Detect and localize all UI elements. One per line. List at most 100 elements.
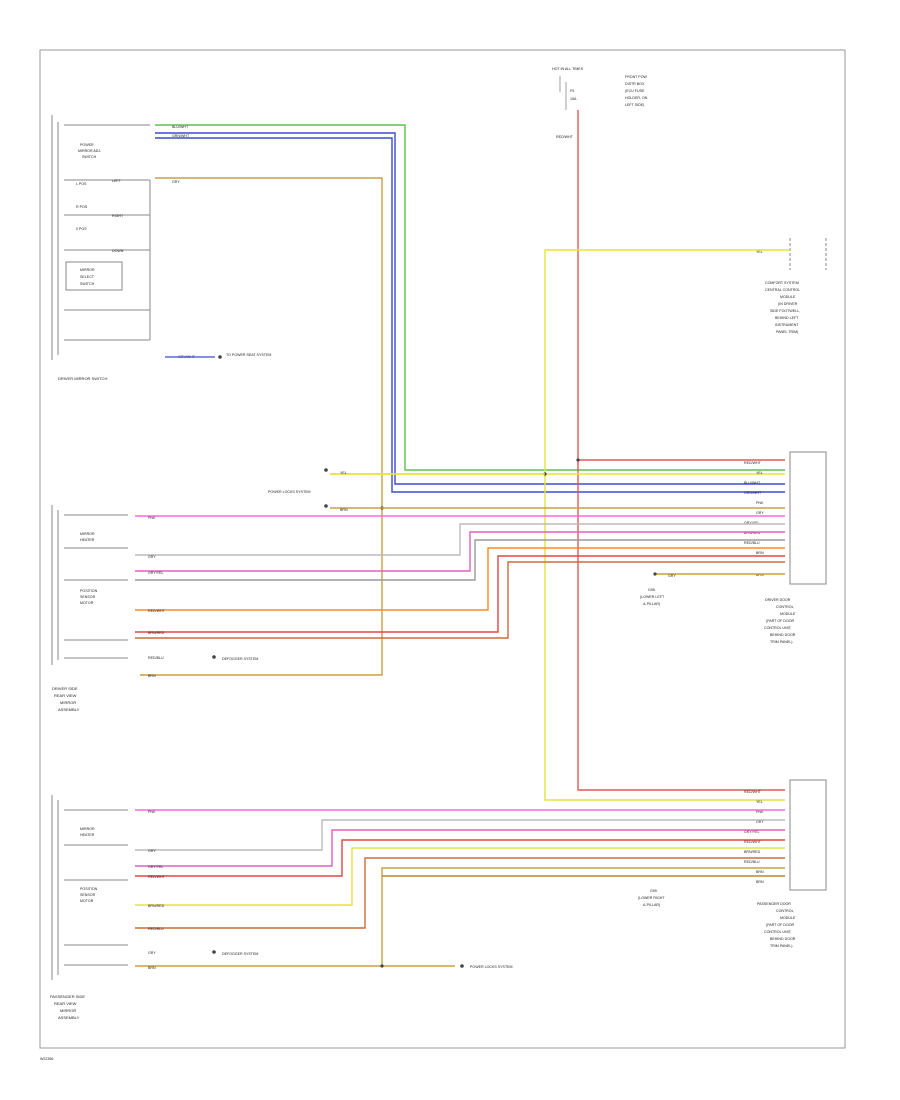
ddw-label: GRY bbox=[668, 574, 676, 578]
pos-label: L POS bbox=[76, 182, 87, 186]
pm-gnd-line: G99 bbox=[650, 889, 657, 893]
pdm-conn-label: GRY/YEL bbox=[744, 830, 760, 834]
cm-line: BEHIND LEFT bbox=[775, 316, 799, 320]
cm-wire-label: YEL bbox=[756, 250, 763, 254]
pos-label: DOWN bbox=[112, 249, 124, 253]
comfort-control-module: YEL COMFORT SYSTEM CENTRAL CONTROL MODUL… bbox=[756, 238, 827, 334]
ddw-label: GRY/YEL bbox=[148, 571, 164, 575]
dm-power-locks: POWER LOCKS SYSTEM bbox=[268, 490, 311, 494]
ddm-conn-label: PNK bbox=[756, 501, 764, 505]
cm-line: SIDE FOOTWELL, bbox=[770, 309, 800, 313]
ddm-line: MODULE bbox=[780, 612, 796, 616]
pm-motor-line: SENSOR bbox=[80, 893, 96, 897]
pdw-label: GRY bbox=[148, 951, 156, 955]
ddw-label: RED/BLU bbox=[148, 656, 164, 660]
pdm-conn-label: RED/WHT bbox=[744, 840, 762, 844]
pdm-line: PASSENGER DOOR bbox=[757, 902, 791, 906]
dm-heater-line: HEATER bbox=[80, 538, 95, 542]
driver-mirror-assembly: MIRROR HEATER POSITION SENSOR MOTOR DRIV… bbox=[51, 468, 785, 712]
pdm-line: CONTROL bbox=[776, 909, 794, 913]
dms-wire-label: GRY bbox=[172, 180, 180, 184]
pm-gnd-line: (LOWER RIGHT bbox=[638, 896, 665, 900]
mirror-select-line: SELECT bbox=[80, 275, 95, 279]
pm-label-line: PASSENGER SIDE bbox=[50, 994, 85, 999]
cm-line: MODULE bbox=[780, 295, 796, 299]
ddm-line: CONTROL UNIT, bbox=[764, 626, 792, 630]
driver-mirror-switch-label: DRIVER MIRROR SWITCH bbox=[58, 376, 107, 381]
ddm-conn-label: BRN bbox=[756, 551, 764, 555]
ddw-label: BRN bbox=[148, 674, 156, 678]
ddw-label: BRN/RED bbox=[148, 631, 165, 635]
fuse-box-line: (ECU FUSE bbox=[625, 89, 645, 93]
fuse-wire-label: RED/WHT bbox=[556, 135, 574, 139]
ddm-conn-label: BLU/WHT bbox=[744, 481, 761, 485]
wires-top bbox=[140, 110, 790, 801]
pm-defroster: DEFOGGER SYSTEM bbox=[222, 952, 258, 956]
ddm-conn-label: BRN/RED bbox=[744, 531, 761, 535]
dm-motor-line: POSITION bbox=[80, 589, 98, 593]
pdw-label: RED/BLU bbox=[148, 927, 164, 931]
pdm-conn-label: BRN bbox=[756, 880, 764, 884]
power-adj-line: POWER bbox=[80, 143, 94, 147]
top-fuse-box: HOT IN ALL TIMES F5 15A FRONT POW DISTR … bbox=[552, 67, 648, 139]
pdm-line: BEHIND DOOR bbox=[770, 937, 796, 941]
fuse-rating: 15A bbox=[570, 97, 577, 101]
pos-label: RIGHT bbox=[112, 214, 124, 218]
cm-line: COMFORT SYSTEM bbox=[765, 281, 799, 285]
dm-gnd-line: G98 bbox=[648, 588, 655, 592]
pdm-conn-label: BRN/RED bbox=[744, 850, 761, 854]
dm-label-line: REAR VIEW bbox=[54, 693, 77, 698]
driver-mirror-switch: POWER MIRROR ADJ. SWITCH MIRROR SELECT S… bbox=[51, 115, 271, 381]
ddw-label: YEL bbox=[340, 471, 347, 475]
pdw-label: BRN/RED bbox=[148, 904, 165, 908]
ddm-line: BEHIND DOOR bbox=[770, 633, 796, 637]
fuse-box-line: HOLDER, ON bbox=[625, 96, 648, 100]
fuse-box-line: FRONT POW bbox=[625, 75, 648, 79]
pdw-label: GRY bbox=[148, 849, 156, 853]
ddw-label: BRN bbox=[340, 508, 348, 512]
ddm-line: CONTROL bbox=[776, 605, 794, 609]
driver-door-module: DRIVER DOOR CONTROL MODULE (PART OF DOOR… bbox=[744, 451, 827, 644]
ddm-conn-label: GRY bbox=[756, 511, 764, 515]
fuse-box-line: LEFT SIDE) bbox=[625, 103, 644, 107]
dm-gnd-line: (LOWER LEFT bbox=[640, 595, 665, 599]
pdw-label: PNK bbox=[148, 810, 156, 814]
dm-label-line: DRIVER SIDE bbox=[52, 686, 78, 691]
dms-to-text: TO POWER SEAT SYSTEM bbox=[226, 353, 271, 357]
cm-line: CENTRAL CONTROL bbox=[765, 288, 800, 292]
footer-code: W22356 bbox=[40, 1057, 53, 1061]
dm-motor-line: SENSOR bbox=[80, 595, 96, 599]
pm-motor-line: POSITION bbox=[80, 887, 98, 891]
pos-label: R POS bbox=[76, 205, 88, 209]
ddm-conn-label: RED/BLU bbox=[744, 541, 760, 545]
ddm-line: (PART OF DOOR bbox=[766, 619, 795, 623]
ddm-conn-label: RED/WHT bbox=[744, 461, 762, 465]
pm-label-line: REAR VIEW bbox=[54, 1001, 77, 1006]
dms-wire-label: GRN/WHT bbox=[172, 134, 190, 138]
pdm-conn-label: RED/BLU bbox=[744, 860, 760, 864]
passenger-door-module: PASSENGER DOOR CONTROL MODULE (PART OF D… bbox=[744, 779, 827, 948]
ddw-label: GRY bbox=[148, 555, 156, 559]
fuse-box-line: DISTR BOX bbox=[625, 82, 645, 86]
pdm-line: (PART OF DOOR bbox=[766, 923, 795, 927]
mirror-select-line: SWITCH bbox=[80, 282, 95, 286]
pdm-conn-label: RED/WHT bbox=[744, 790, 762, 794]
cm-line: PANEL TRIM) bbox=[776, 330, 798, 334]
power-adj-line: SWITCH bbox=[82, 155, 97, 159]
pos-label: LEFT bbox=[112, 179, 122, 183]
pm-heater-line: MIRROR bbox=[80, 827, 95, 831]
dm-label-line: MIRROR bbox=[60, 700, 76, 705]
dm-defroster: DEFOGGER SYSTEM bbox=[222, 657, 258, 661]
pm-motor-line: MOTOR bbox=[80, 899, 94, 903]
pos-label: 0 POS bbox=[76, 227, 87, 231]
cm-line: INSTRUMENT bbox=[775, 323, 799, 327]
pdm-conn-label: BRN bbox=[756, 870, 764, 874]
ddm-conn-label: GRN/WHT bbox=[744, 491, 762, 495]
pdm-line: TRIM PANEL) bbox=[770, 944, 793, 948]
ddm-conn-label: BRN bbox=[756, 573, 764, 577]
pm-gnd-line: A-PILLAR) bbox=[643, 903, 660, 907]
power-adj-line: MIRROR ADJ. bbox=[78, 149, 101, 153]
dm-gnd-line: A-PILLAR) bbox=[643, 602, 660, 606]
ddm-conn-label: YEL bbox=[756, 471, 763, 475]
